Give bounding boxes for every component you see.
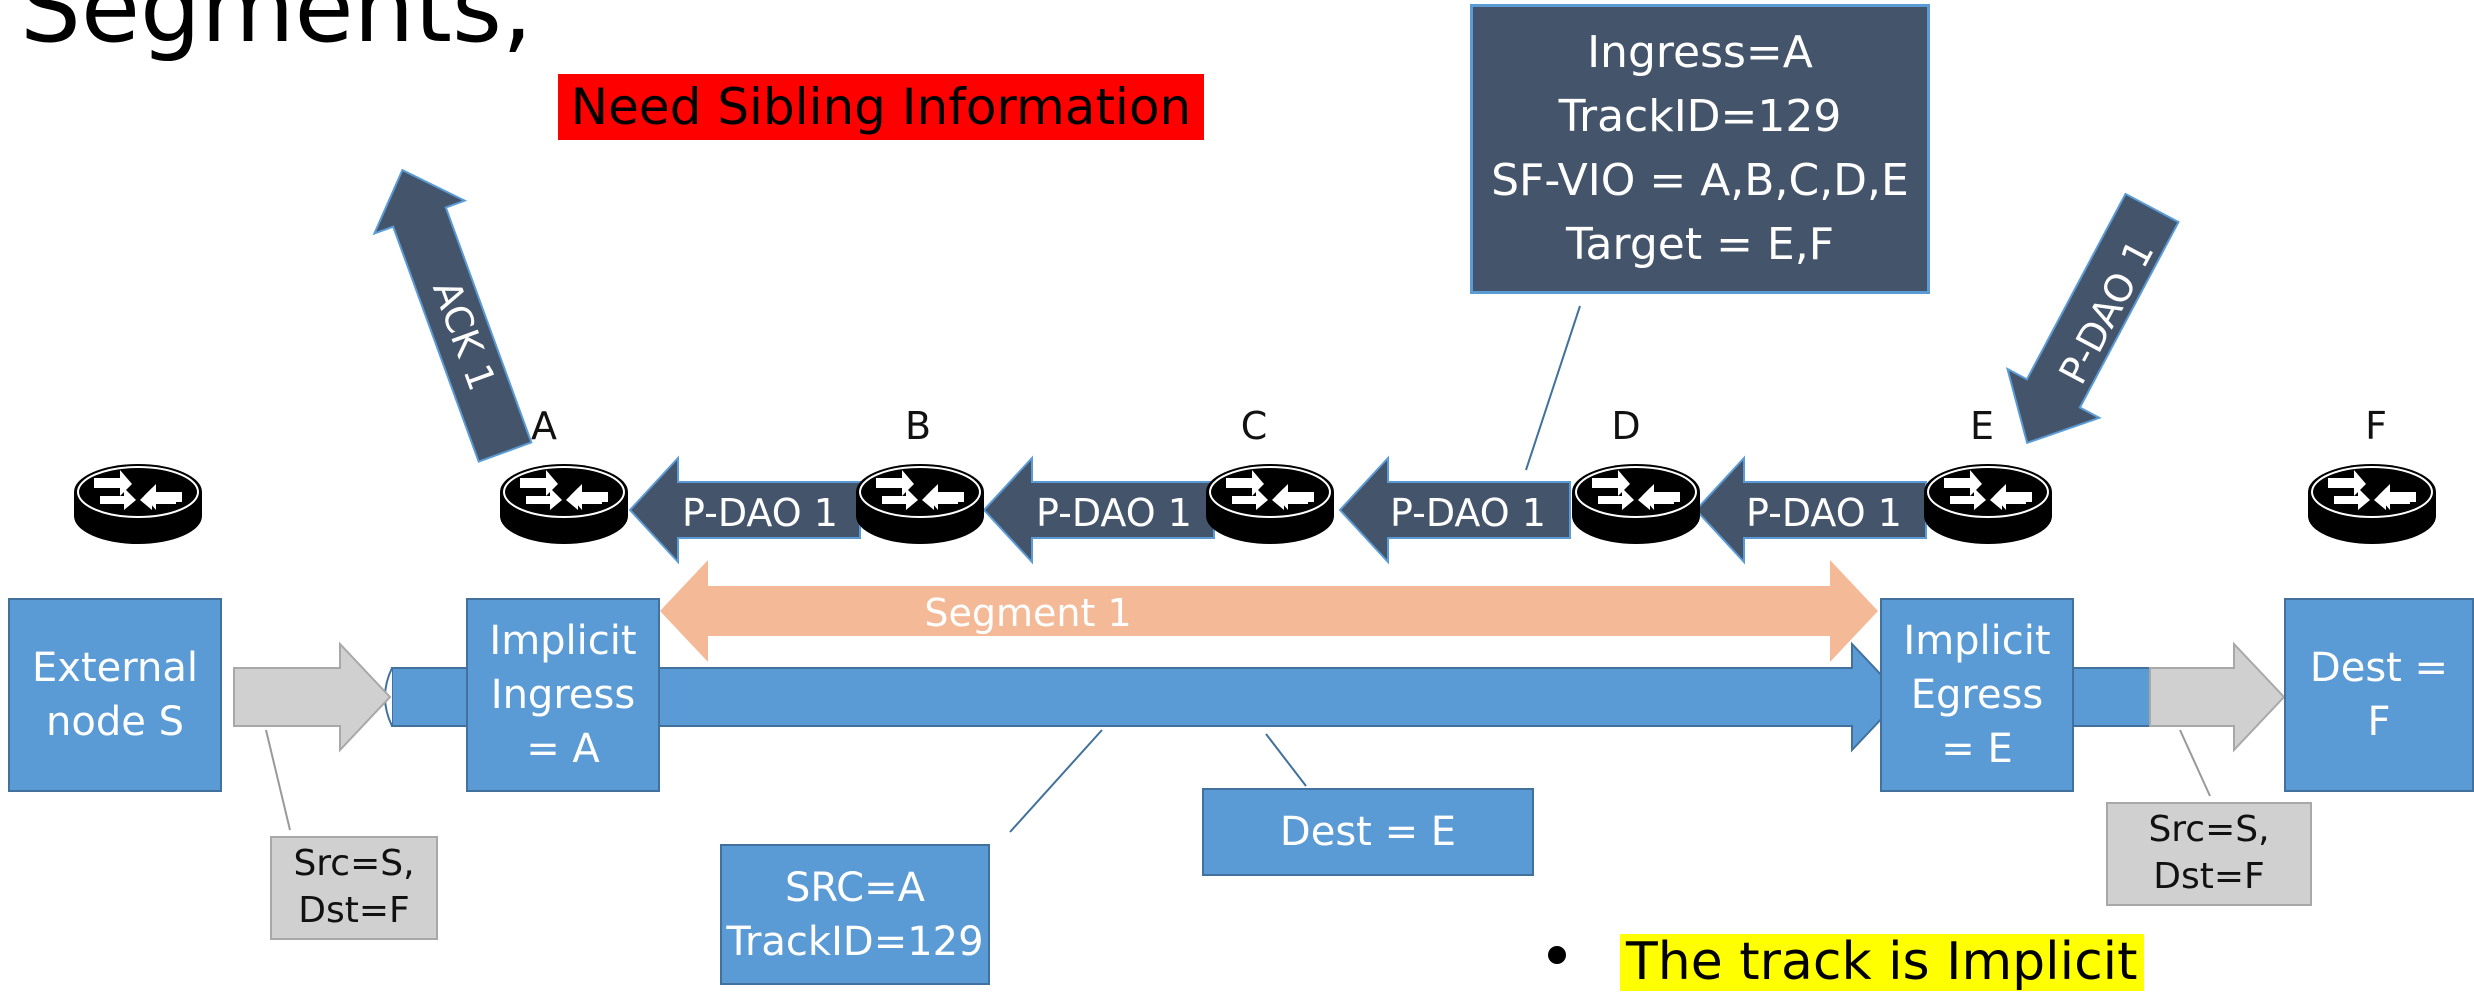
node-label-a: A: [531, 404, 557, 448]
pdao-hop-label: P-DAO 1: [1746, 491, 1902, 535]
bullet-text: The track is Implicit: [1620, 933, 2144, 992]
ingress-box: Implicit Ingress = A: [466, 598, 660, 792]
sibling-alert-label: Need Sibling Information: [558, 74, 1204, 140]
bullet-dot: [1548, 946, 1566, 964]
node-label-c: C: [1240, 404, 1268, 448]
router-icon: [855, 463, 985, 545]
router-icon: [1571, 463, 1701, 545]
router-icon: [1923, 463, 2053, 545]
src-track-box: SRC=A TrackID=129: [720, 844, 990, 985]
pdao-hop-label: P-DAO 1: [682, 491, 838, 535]
pdao-hop-arrows: [628, 455, 1927, 565]
callout-line: [1009, 729, 1103, 833]
pdao-hop-label: P-DAO 1: [1036, 491, 1192, 535]
pdao-incoming-arrow: [2005, 192, 2180, 445]
dest-box: Dest = F: [2284, 598, 2474, 792]
router-icon: [499, 463, 629, 545]
flow-arrow-left: [233, 641, 392, 753]
router-icon: [73, 463, 203, 545]
dest-e-box: Dest = E: [1202, 788, 1534, 876]
callout-line: [1525, 305, 1581, 471]
callout-line: [2179, 729, 2211, 797]
router-icon: [1205, 463, 1335, 545]
node-label-d: D: [1611, 404, 1641, 448]
external-node-box: External node S: [8, 598, 222, 792]
ack-arrow: [372, 168, 533, 463]
node-label-e: E: [1969, 404, 1994, 448]
router-icon: [2307, 463, 2437, 545]
segment-arrow: [660, 560, 1878, 662]
src-dst-left-box: Src=S, Dst=F: [270, 836, 438, 940]
node-label-f: F: [2365, 404, 2387, 448]
title-fragment: Segments,: [20, 0, 533, 64]
node-label-b: B: [904, 404, 932, 448]
pdao-info-box: Ingress=A TrackID=129 SF-VIO = A,B,C,D,E…: [1470, 4, 1930, 294]
src-dst-right-box: Src=S, Dst=F: [2106, 802, 2312, 906]
callout-line: [265, 729, 291, 831]
segment-label: Segment 1: [924, 591, 1131, 635]
callout-line: [1265, 733, 1307, 787]
pdao-hop-label: P-DAO 1: [1390, 491, 1546, 535]
track-pipe: [384, 641, 2165, 753]
egress-box: Implicit Egress = E: [1880, 598, 2074, 792]
flow-arrow-right: [2149, 641, 2286, 753]
